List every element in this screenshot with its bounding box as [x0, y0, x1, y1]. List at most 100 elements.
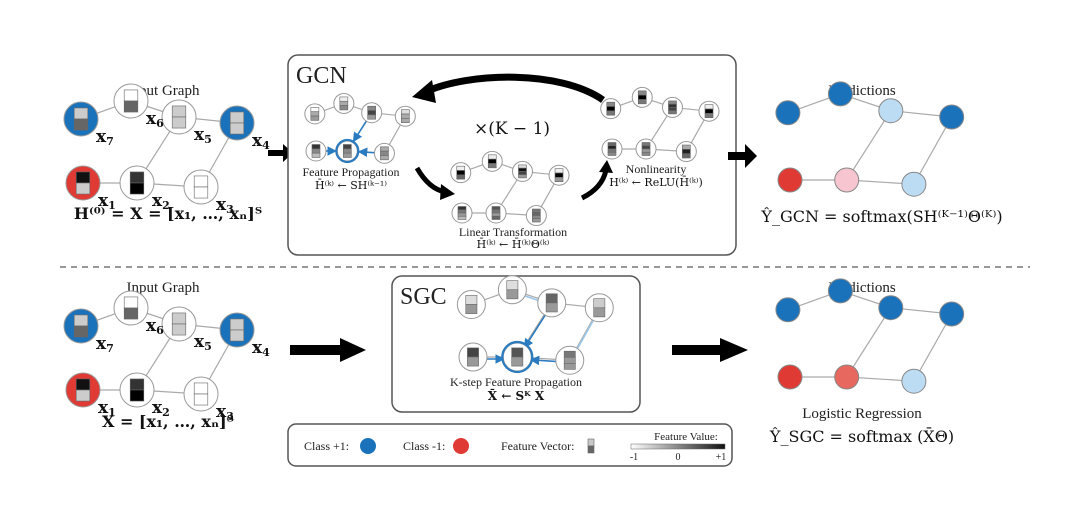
graph-node: [775, 297, 801, 323]
feature-vector-cell: [401, 109, 410, 115]
feature-vector-cell: [704, 104, 714, 110]
feature-vector-cell: [607, 151, 617, 156]
feature-vector-cell: [339, 100, 349, 106]
loop-back-arrow: [423, 73, 605, 103]
feature-vector-cell: [457, 215, 467, 220]
linear-transformation-graph: [450, 150, 570, 227]
feature-vector-cell: [193, 175, 209, 188]
feature-vector-cell: [682, 144, 691, 150]
feature-vector-cell: [456, 165, 466, 171]
repeat-label: ×(K − 1): [474, 119, 550, 139]
feature-vector-cell: [545, 293, 558, 304]
feature-vector-cell: [171, 116, 187, 129]
feature-vector-cell: [75, 389, 91, 402]
k-step-propagation-graph: [456, 275, 614, 375]
legend-scale-max: +1: [716, 452, 727, 463]
feature-vector-cell: [606, 101, 616, 107]
feature-vector-cell: [193, 393, 209, 406]
linear-to-nonlin-arrowhead: [599, 160, 613, 173]
legend-class-pos-label: Class +1:: [304, 439, 349, 453]
feature-vector-cell: [465, 304, 478, 314]
feature-vector-cell: [401, 113, 410, 119]
feature-vector-cell: [467, 347, 479, 358]
graph-node: [777, 364, 803, 390]
feature-vector-cell: [123, 296, 139, 309]
sgc-predictions-graph: [775, 278, 965, 394]
legend-scale-mid: 0: [676, 452, 681, 463]
feature-vector-cell: [682, 149, 691, 154]
feature-vector-cell: [487, 154, 497, 160]
feature-vector-cell: [532, 208, 541, 213]
graph-node: [827, 81, 853, 107]
feature-vector-cell: [229, 329, 245, 342]
feature-vector-cell: [563, 363, 576, 370]
propagation-arrow: [352, 120, 367, 143]
feature-vector-cell: [532, 211, 541, 216]
graph-node: [901, 368, 927, 394]
feature-vector-cell: [518, 167, 527, 172]
feature-vector-cell: [380, 150, 389, 156]
feature-vector-cell: [532, 215, 541, 220]
k-step-formula: X̄ ← Sᴷ X: [488, 387, 545, 403]
feature-vector-cell: [380, 155, 389, 161]
legend-box: [287, 423, 733, 467]
feature-vector-cell: [554, 172, 564, 178]
feature-vector-cell: [593, 298, 606, 309]
graph-node: [777, 167, 803, 193]
node-label-x7: x7: [96, 127, 114, 148]
feature-vector-cell: [606, 110, 616, 116]
node-label-x4: x4: [252, 338, 270, 359]
feature-vector-cell: [682, 153, 691, 159]
feature-vector-cell: [367, 110, 376, 116]
feature-vector-cell: [487, 163, 497, 169]
feature-vector-cell: [491, 209, 501, 214]
feature-vector-cell: [75, 378, 91, 391]
feature-vector-cell: [123, 89, 139, 102]
node-label-x5: x5: [194, 125, 212, 146]
feature-vector-cell: [129, 182, 145, 195]
feature-vector-cell: [607, 142, 617, 147]
k-step-arrow: [523, 294, 539, 302]
k-step-arrow: [575, 319, 595, 351]
feature-vector-cell: [401, 118, 410, 124]
feature-vector-cell: [465, 295, 478, 305]
legend-class-pos-swatch: [360, 438, 376, 454]
node-label-x4: x4: [252, 131, 270, 152]
feature-vector-cell: [641, 142, 651, 147]
sgc-predictions-subtitle: Logistic Regression: [802, 406, 922, 422]
feature-vector-cell: [73, 107, 89, 120]
feature-vector-cell: [229, 122, 245, 135]
feature-vector-cell: [641, 151, 651, 156]
graph-node: [834, 364, 860, 390]
node-label-x6: x6: [146, 316, 164, 337]
feature-vector-cell: [607, 145, 617, 150]
feature-vector-cell: [310, 107, 320, 113]
node-label-x6: x6: [146, 109, 164, 130]
feature-vector-cell: [491, 206, 501, 211]
feature-vector-cell: [607, 148, 617, 153]
feature-vector-cell: [129, 378, 145, 391]
linear-transformation-title: Linear Transformation: [459, 225, 567, 239]
feature-vector-cell: [343, 152, 352, 158]
graph-node: [939, 104, 965, 130]
k-step-arrow: [529, 355, 558, 366]
feature-vector-cell: [311, 152, 321, 158]
feature-vector-cell: [343, 148, 352, 154]
feature-vector-cell: [518, 164, 527, 169]
nonlinearity-graph: [600, 86, 720, 163]
feature-propagation-formula: H̄⁽ᵏ⁾ ← SH⁽ᵏ⁻¹⁾: [315, 179, 387, 192]
feature-vector-cell: [310, 115, 320, 121]
feature-vector-cell: [668, 103, 677, 108]
node-label-x7: x7: [96, 334, 114, 355]
feature-vector-cell: [457, 209, 467, 214]
highlighted-node: [501, 340, 534, 374]
feature-vector-cell: [554, 168, 564, 174]
linear-transformation-formula: H̄⁽ᵏ⁾ ← H̄⁽ᵏ⁾Θ⁽ᵏ⁾: [477, 238, 550, 251]
feature-vector-cell: [668, 107, 677, 111]
feature-vector-cell: [229, 111, 245, 124]
feature-propagation-graph: [304, 92, 416, 164]
feature-vector-cell: [554, 177, 564, 183]
feature-vector-cell: [343, 144, 352, 150]
